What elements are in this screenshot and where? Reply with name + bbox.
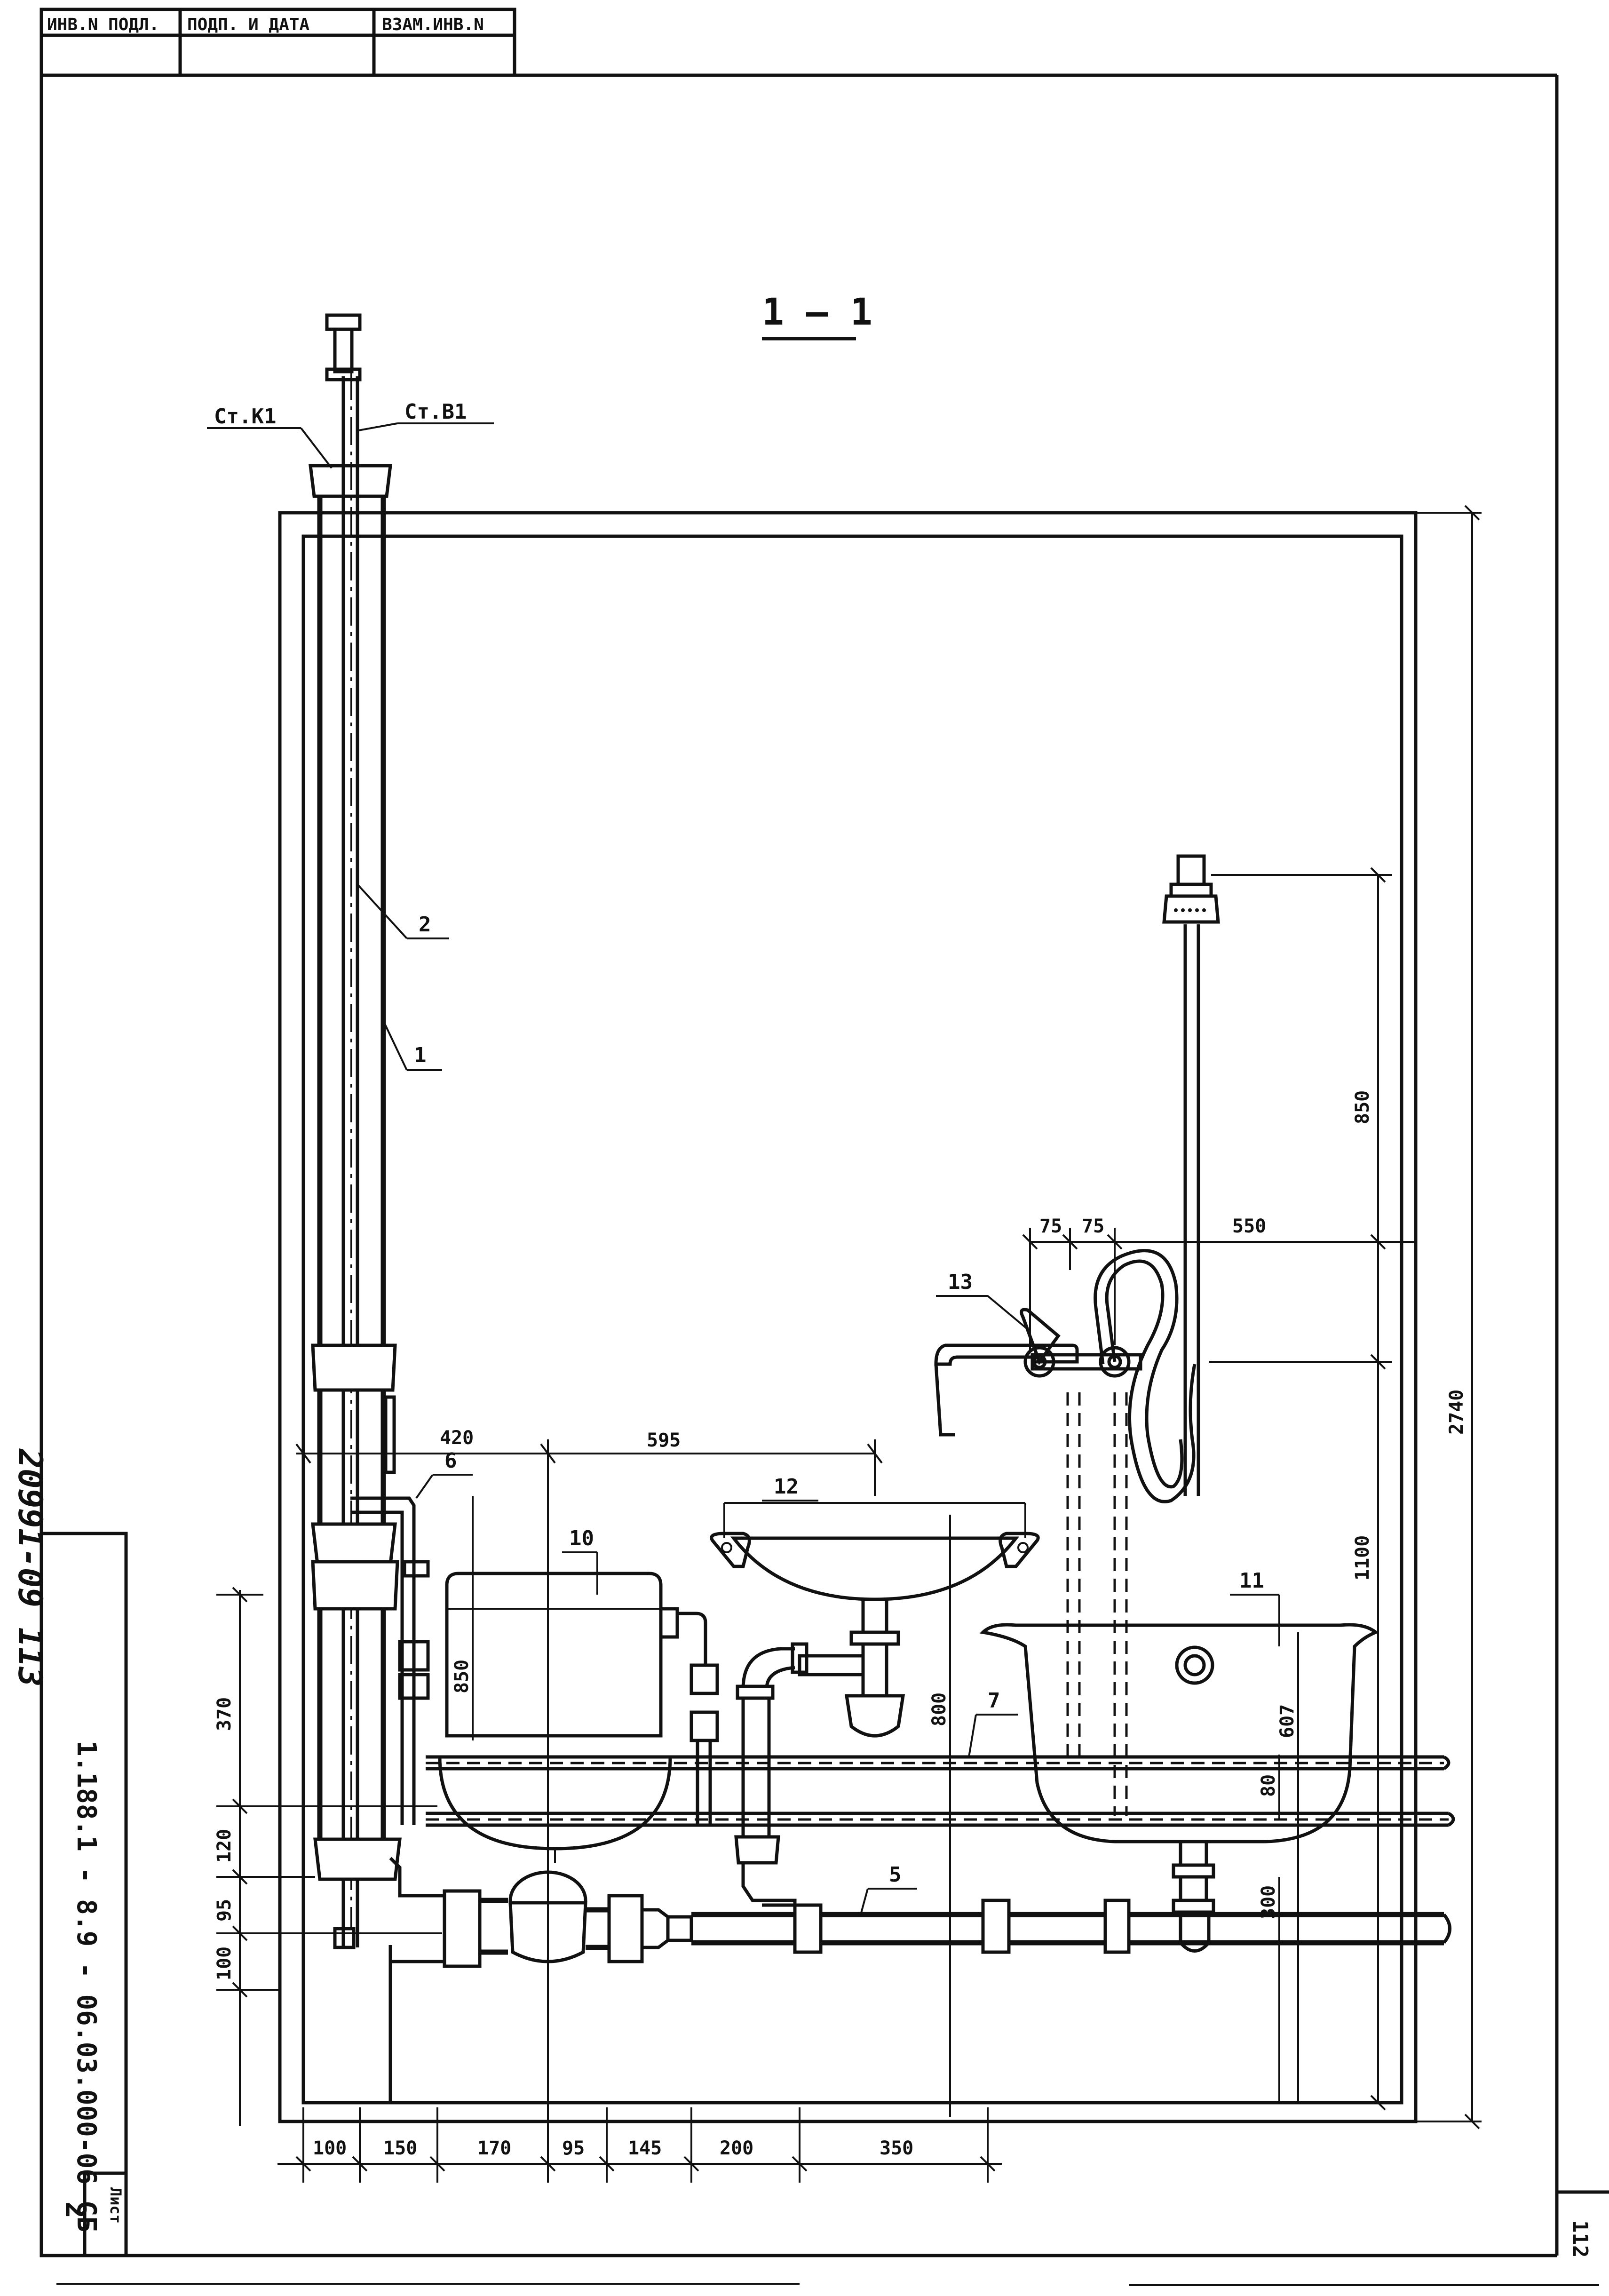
callout-7: 7 [988,1689,1000,1713]
dim-bottom-170: 170 [477,2137,511,2159]
dim-370: 370 [214,1697,235,1731]
bath-mixer-shower: 13 [934,854,1220,1816]
dim-bottom-145: 145 [628,2137,662,2159]
side-sheet-label: Лист [107,2187,125,2224]
washbasin: 12 [710,1475,1040,1738]
dim-95: 95 [214,1899,235,1922]
callout-6: 6 [444,1449,457,1473]
dim-75a: 75 [1039,1216,1062,1237]
dim-bottom-95: 95 [562,2137,585,2159]
callout-2: 2 [419,913,431,937]
callouts-risers: 2 1 [357,883,449,1071]
side-title-block: 1.188.1 - 8.9 - 06.03.000-06 СБ Лист 2 2… [11,1448,128,2257]
dim-bottom-200: 200 [720,2137,753,2159]
dim-1100: 1100 [1352,1535,1373,1581]
dim-420: 420 [440,1427,474,1449]
dim-bottom-150: 150 [383,2137,417,2159]
dim-550: 550 [1232,1216,1266,1237]
dim-2740: 2740 [1446,1390,1467,1435]
stamp-cell-sign: ПОДП. И ДАТА [187,15,309,34]
dim-bottom-100: 100 [313,2137,347,2159]
dim-800: 800 [928,1692,950,1726]
label-water-stack: Ст.В1 [404,400,467,424]
dim-300: 300 [1258,1885,1279,1919]
callout-1: 1 [414,1043,427,1067]
riser-labels: Ст.К1 Ст.В1 [207,400,494,469]
page-number-box: 112 [1557,2190,1609,2257]
callout-11: 11 [1239,1569,1264,1593]
callout-5: 5 [889,1863,902,1887]
callout-10: 10 [569,1526,594,1550]
dim-607: 607 [1276,1704,1298,1738]
dim-850-shower: 850 [1352,1090,1373,1124]
bathtub: 11 [979,1569,1379,1953]
toilet: 10 6 [350,1449,719,1863]
approval-stamp: ИНВ.N ПОДЛ. ПОДП. И ДАТА ВЗАМ.ИНВ.N [40,8,516,77]
side-sheet-no: 2 [59,2201,92,2218]
page-number: 112 [1568,2220,1592,2257]
callout-12: 12 [774,1475,799,1499]
dim-100: 100 [214,1946,235,1980]
side-archive-no: 20991-09 113 [11,1448,49,1687]
sewer-main: 5 [388,1857,1451,2103]
section-title-group: 1 — 1 [762,291,872,341]
section-title: 1 — 1 [762,291,872,334]
water-supply-lines: 7 [426,1689,1455,1827]
stamp-cell-inv: ИНВ.N ПОДЛ. [47,15,159,34]
stamp-cell-replace: ВЗАМ.ИНВ.N [382,15,484,34]
riser-stacks [309,313,402,1949]
dim-595: 595 [647,1430,681,1451]
drain-standpipe [734,1642,808,1865]
callout-13: 13 [948,1270,973,1294]
dim-850-tank: 850 [451,1660,473,1693]
dim-bottom-350: 350 [880,2137,913,2159]
side-doc-code: 1.188.1 - 8.9 - 06.03.000-06 СБ [71,1740,102,2232]
label-sewer-stack: Ст.К1 [214,405,276,429]
dim-80: 80 [1258,1774,1279,1797]
dim-120: 120 [214,1829,235,1863]
room-walls [278,511,1482,2123]
dim-75b: 75 [1082,1216,1104,1237]
dimensions: 420 595 75 75 550 850 1100 2740 850 800 [214,505,1480,2183]
